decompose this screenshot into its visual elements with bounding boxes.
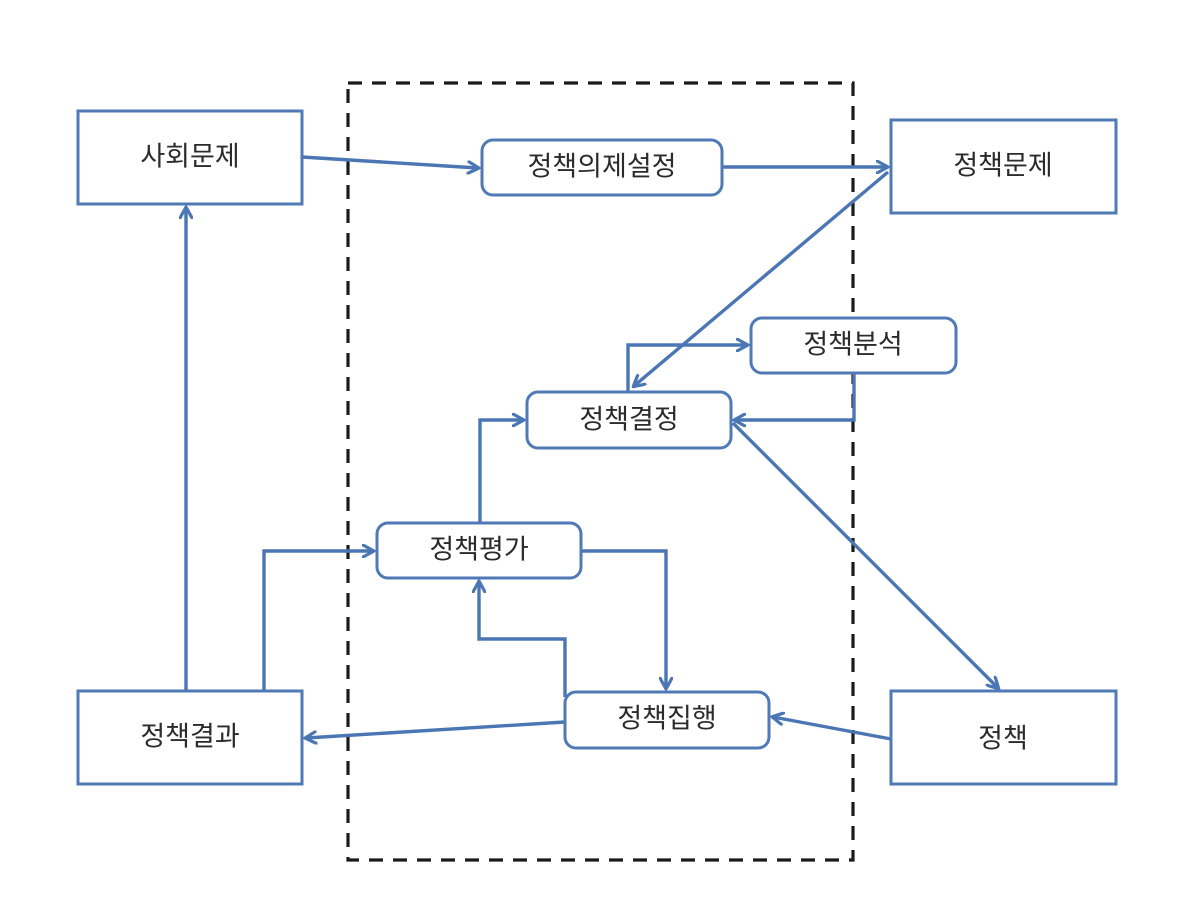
node-policy-evaluation-label: 정책평가	[429, 535, 528, 566]
node-policy-result: 정책결과	[76, 689, 304, 786]
node-policy-implementation-label: 정책집행	[617, 704, 716, 735]
node-policy: 정책	[889, 689, 1118, 786]
edge-social-problem-to-agenda-setting	[301, 155, 478, 168]
node-social-problem-label: 사회문제	[140, 142, 239, 173]
node-policy-result-label: 정책결과	[140, 722, 239, 753]
edge-policy-result-to-policy-evaluation	[262, 551, 373, 691]
edge-policy-to-policy-implementation	[773, 717, 892, 741]
node-policy-evaluation: 정책평가	[375, 521, 583, 580]
edge-policy-decision-to-policy	[731, 421, 998, 688]
node-agenda-setting: 정책의제설정	[480, 138, 724, 197]
node-policy-problem: 정책문제	[889, 118, 1118, 215]
edge-policy-evaluation-to-policy-implementation	[581, 549, 666, 688]
node-social-problem: 사회문제	[76, 109, 304, 206]
node-policy-analysis-label: 정책분석	[803, 330, 902, 361]
node-policy-decision-label: 정책결정	[579, 405, 678, 436]
node-agenda-setting-label: 정책의제설정	[527, 152, 676, 183]
edge-policy-evaluation-to-policy-decision	[478, 420, 523, 523]
edge-policy-implementation-to-policy-result	[306, 720, 566, 738]
edge-policy-decision-to-policy-analysis	[626, 345, 747, 392]
node-policy-decision: 정책결정	[525, 390, 733, 450]
edge-policy-analysis-to-policy-decision	[735, 373, 856, 420]
edge-policy-implementation-to-policy-evaluation	[479, 582, 567, 697]
policy-process-boundary	[346, 81, 855, 862]
node-policy-implementation: 정책집행	[563, 690, 771, 750]
node-policy-label: 정책	[978, 724, 1028, 755]
node-policy-problem-label: 정책문제	[953, 151, 1052, 182]
node-policy-analysis: 정책분석	[749, 316, 958, 375]
edge-policy-problem-to-policy-decision	[634, 170, 890, 386]
